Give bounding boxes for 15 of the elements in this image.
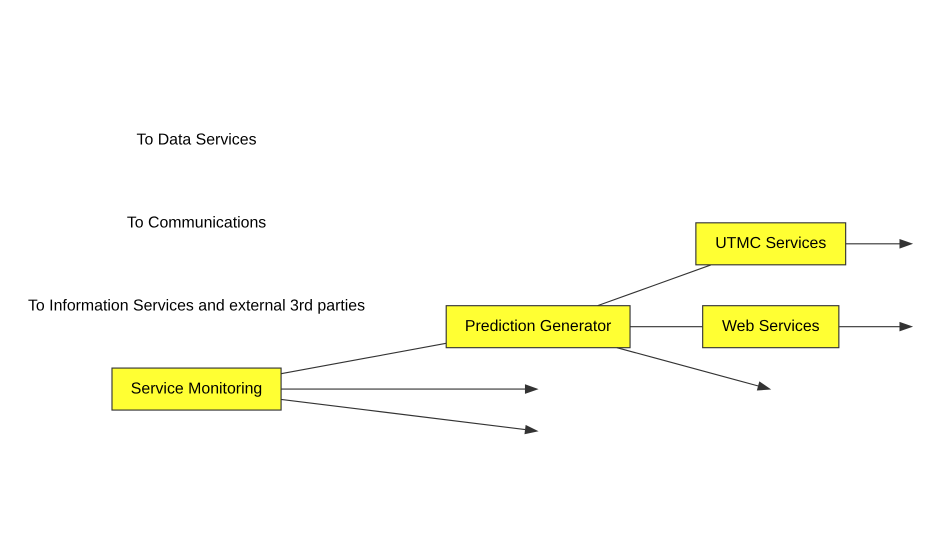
arrow — [281, 384, 539, 394]
node-box: Web Services — [702, 305, 840, 348]
arrow — [846, 239, 914, 249]
node-box: UTMC Services — [695, 222, 846, 266]
node-box: Prediction Generator — [446, 305, 631, 348]
arrow — [281, 398, 539, 434]
label: To Data Services — [136, 132, 257, 149]
arrow — [839, 322, 914, 332]
label: To Communications — [126, 214, 266, 232]
arrow — [616, 347, 772, 391]
connector — [630, 326, 702, 328]
label: To Information Services and external 3rd parties — [28, 297, 366, 314]
connector — [281, 342, 446, 374]
connector — [598, 264, 712, 306]
node-box: Service Monitoring — [111, 368, 282, 411]
